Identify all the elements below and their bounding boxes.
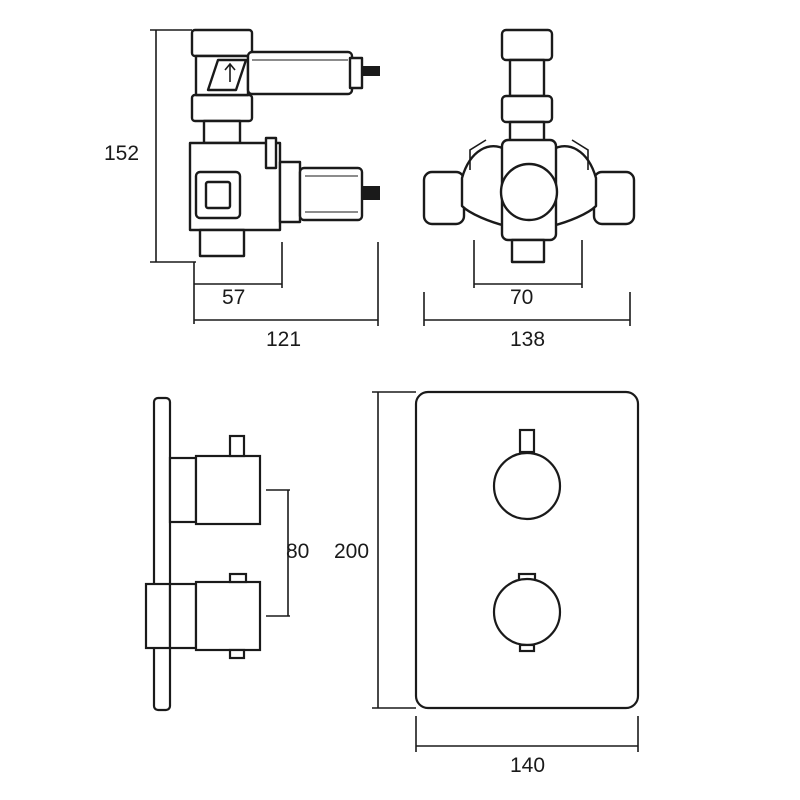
dimension-control-spacing: 80 (266, 489, 309, 617)
dimension-plate-width: 140 (415, 716, 639, 777)
dim-label-70: 70 (510, 286, 533, 309)
valve-side-view (188, 28, 380, 258)
dimension-valve-depth: 121 (194, 242, 379, 351)
dim-label-152: 152 (104, 142, 139, 165)
valve-front-view (422, 28, 636, 264)
dim-label-80: 80 (286, 540, 309, 563)
dim-label-57: 57 (222, 286, 245, 309)
dimension-valve-width: 138 (423, 292, 631, 351)
plate-front-view (414, 390, 640, 710)
dim-label-121: 121 (266, 328, 301, 351)
dim-label-140: 140 (510, 754, 545, 777)
dimension-valve-centres: 70 (473, 240, 583, 309)
dim-label-200: 200 (334, 540, 369, 563)
plate-side-view (144, 396, 262, 712)
dimension-valve-height: 152 (104, 29, 196, 263)
dimension-valve-depth-small: 57 (193, 242, 283, 324)
dimension-plate-height: 200 (334, 391, 416, 709)
dim-label-138: 138 (510, 328, 545, 351)
